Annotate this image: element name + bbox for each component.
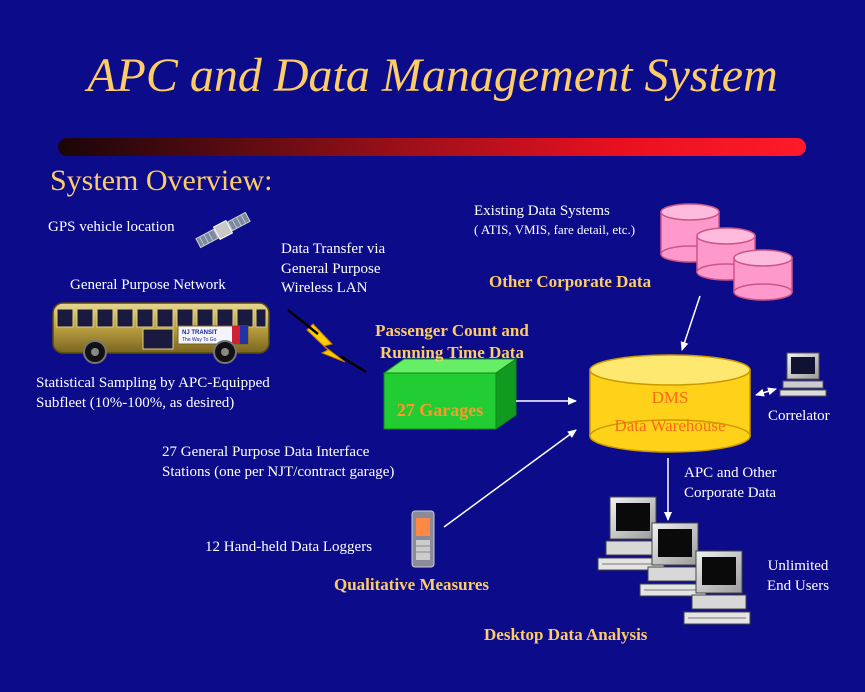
computer-icon [639, 522, 707, 597]
interface-line: Stations (one per NJT/contract garage) [162, 463, 395, 480]
sampling-line: Subfleet (10%-100%, as desired) [36, 394, 235, 411]
unlimited-users-label: Unlimited End Users [752, 557, 844, 596]
existing-systems-label: Existing Data Systems ( ATIS, VMIS, fare… [474, 202, 635, 238]
unlimited-line: End Users [766, 577, 830, 594]
bus-logo-text: NJ TRANSIT [182, 330, 218, 336]
computer-icon [779, 352, 827, 397]
data-transfer-line: Wireless LAN [281, 280, 368, 296]
data-transfer-label: Data Transfer via General Purpose Wirele… [281, 240, 385, 299]
general-network-label: General Purpose Network [70, 277, 226, 293]
bus-icon: NJ TRANSIT The Way To Go [52, 302, 270, 364]
arrow-loggers-to-dms [443, 429, 577, 528]
slide-title: APC and Data Management System [87, 49, 778, 102]
existing-line-detail: ( ATIS, VMIS, fare detail, etc.) [474, 221, 636, 237]
database-icon [733, 249, 793, 301]
dms-cylinder: DMS Data Warehouse [589, 354, 751, 453]
sampling-label: Statistical Sampling by APC-Equipped Sub… [36, 374, 270, 413]
apc-corporate-label: APC and Other Corporate Data [684, 464, 777, 503]
passenger-line: Running Time Data [380, 343, 524, 363]
handheld-logger-icon [411, 510, 435, 568]
wireless-link-end [339, 354, 367, 374]
dms-subtitle: Data Warehouse [614, 416, 725, 435]
loggers-label: 12 Hand-held Data Loggers [205, 539, 373, 555]
interface-stations-label: 27 General Purpose Data Interface Statio… [162, 443, 394, 482]
garages-label: 27 Garages [397, 400, 483, 420]
slide-subtitle: System Overview: [50, 164, 273, 197]
arrow-databases-to-dms [680, 295, 701, 351]
passenger-line: Passenger Count and [375, 321, 529, 340]
bus-slogan-text: The Way To Go [182, 337, 217, 343]
data-transfer-line: General Purpose [281, 260, 381, 277]
sampling-line: Statistical Sampling by APC-Equipped [36, 375, 270, 391]
desktop-analysis-label: Desktop Data Analysis [484, 625, 648, 644]
wireless-link [287, 309, 319, 335]
qualitative-measures-label: Qualitative Measures [334, 575, 490, 594]
interface-line: 27 General Purpose Data Interface [162, 444, 370, 460]
data-transfer-line: Data Transfer via [281, 241, 386, 257]
gps-label: GPS vehicle location [48, 219, 175, 235]
other-corporate-label: Other Corporate Data [489, 272, 652, 291]
existing-line: Existing Data Systems [474, 203, 610, 219]
double-arrow-icon [755, 387, 777, 397]
unlimited-line: Unlimited [767, 558, 829, 574]
computer-icon [683, 550, 751, 625]
dms-title: DMS [652, 388, 689, 407]
apc-line: Corporate Data [684, 484, 777, 501]
passenger-count-label: Passenger Count and Running Time Data [352, 320, 552, 364]
title-divider [58, 138, 806, 156]
correlator-label: Correlator [768, 408, 830, 424]
satellite-icon [195, 211, 251, 249]
apc-line: APC and Other [684, 465, 777, 481]
garages-box: 27 Garages [382, 358, 518, 430]
